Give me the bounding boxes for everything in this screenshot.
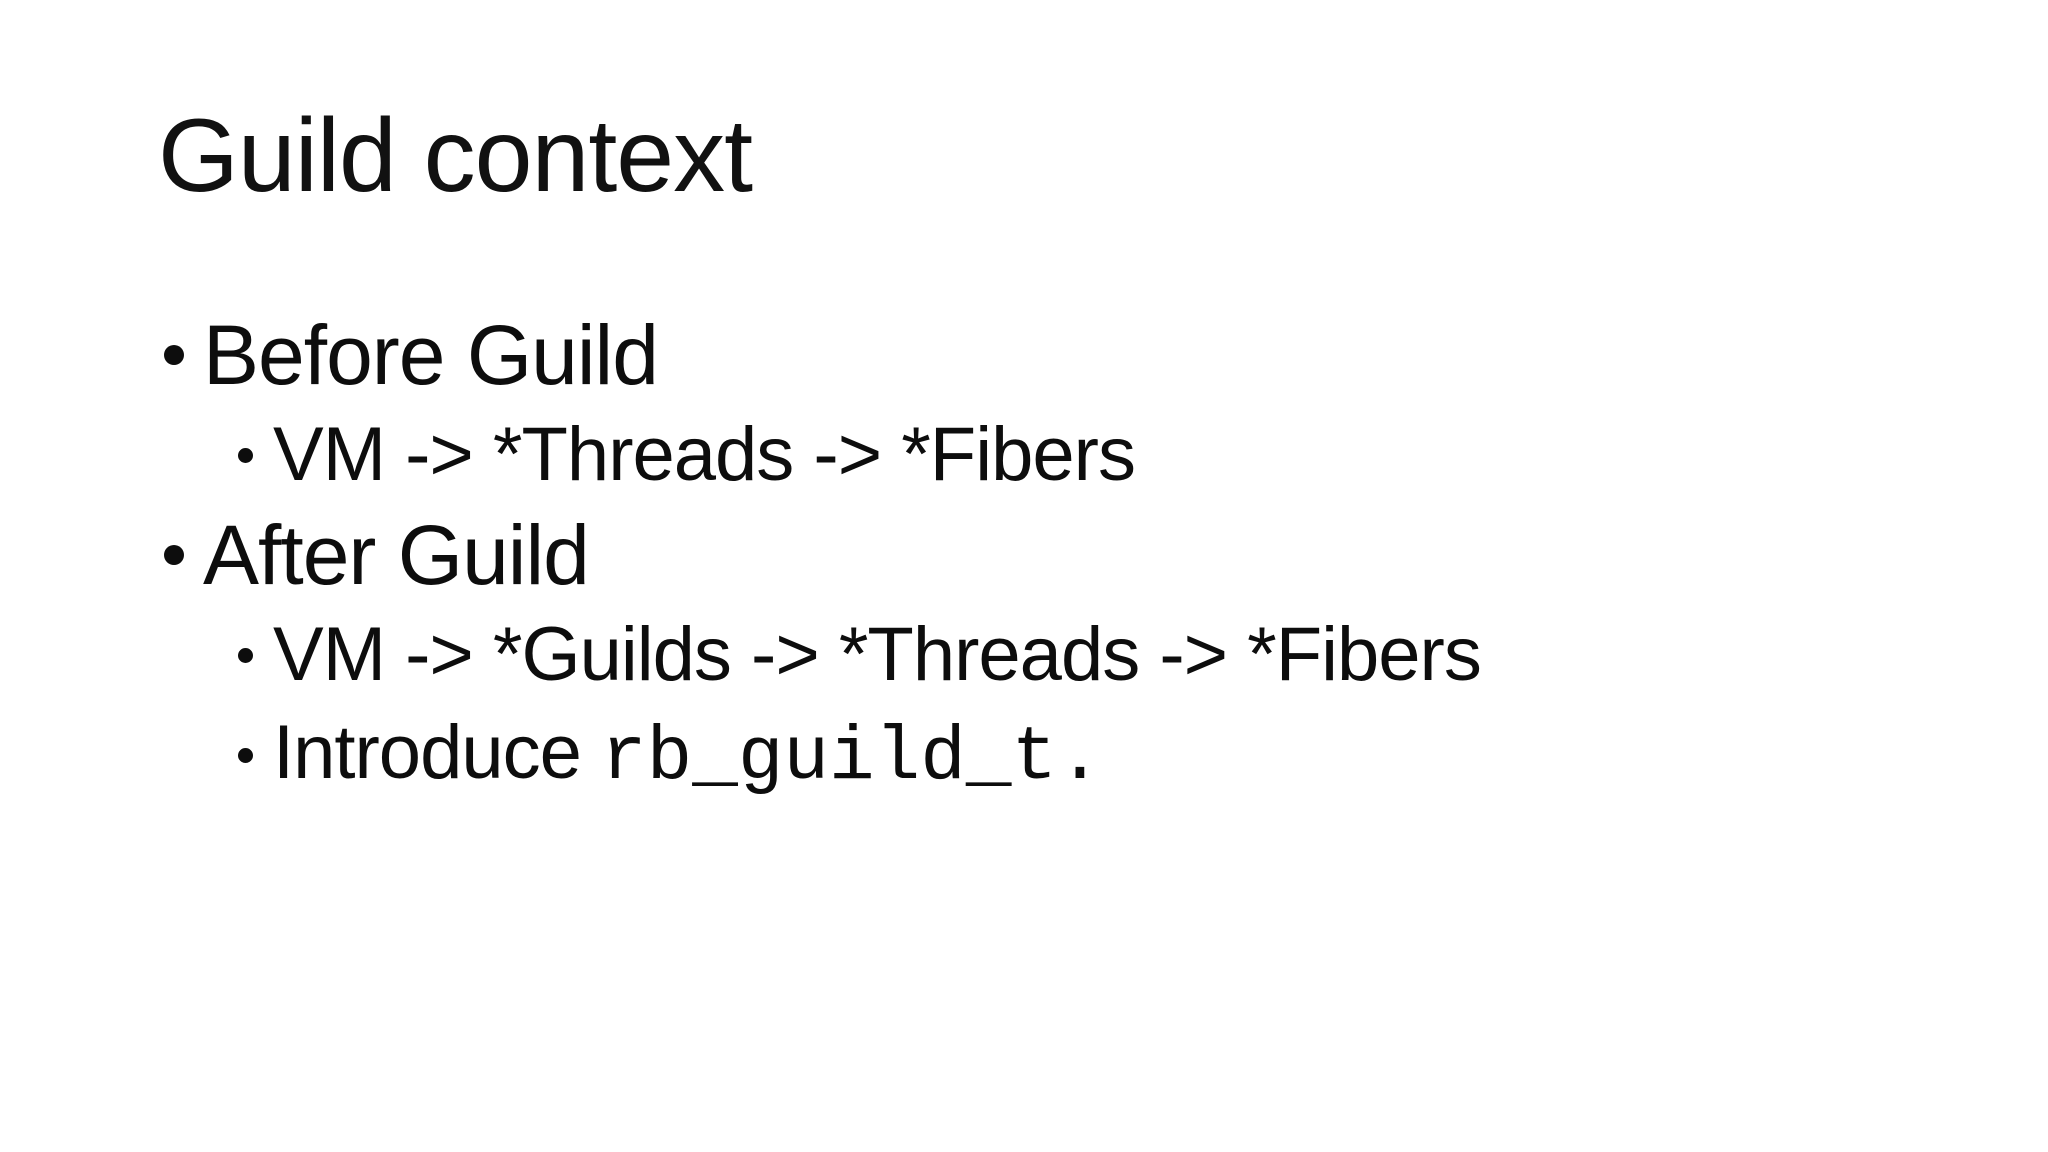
bullet-text: After Guild bbox=[203, 508, 590, 602]
bullet-item-before-structure: VM -> *Threads -> *Fibers bbox=[164, 405, 1914, 505]
bullet-text: VM -> *Threads -> *Fibers bbox=[273, 412, 1136, 497]
bullet-marker bbox=[164, 545, 184, 565]
bullet-marker bbox=[238, 447, 253, 463]
slide-title: Guild context bbox=[158, 98, 753, 214]
bullet-item-introduce-rb-guild-t: Introduce rb_guild_t. bbox=[164, 705, 1914, 805]
bullet-text: Before Guild bbox=[203, 308, 659, 402]
bullet-marker bbox=[238, 647, 253, 663]
bullet-item-after-structure: VM -> *Guilds -> *Threads -> *Fibers bbox=[164, 605, 1914, 705]
bullet-item-after-guild: After Guild bbox=[164, 505, 1914, 605]
bullet-text-prefix: Introduce bbox=[273, 709, 601, 795]
inline-code: rb_guild_t. bbox=[601, 714, 1103, 801]
bullet-marker bbox=[238, 747, 253, 763]
bullet-marker bbox=[164, 345, 184, 365]
bullet-text: Introduce rb_guild_t. bbox=[273, 714, 1103, 796]
bullet-list: Before Guild VM -> *Threads -> *Fibers A… bbox=[164, 305, 1914, 805]
bullet-item-before-guild: Before Guild bbox=[164, 305, 1914, 405]
bullet-text: VM -> *Guilds -> *Threads -> *Fibers bbox=[273, 612, 1482, 697]
